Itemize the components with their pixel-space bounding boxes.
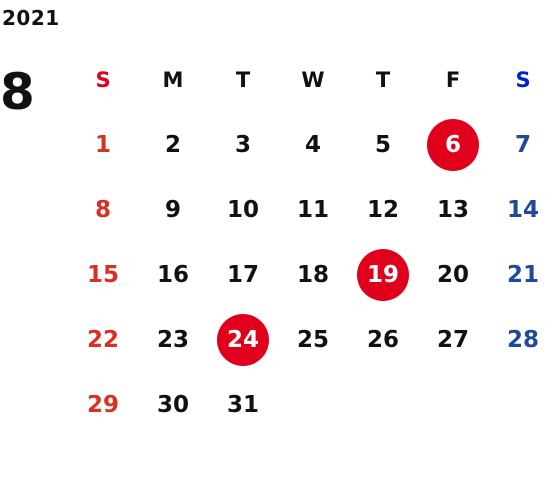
day-number: 21 <box>506 261 539 288</box>
day-number: 22 <box>86 326 119 353</box>
day-number: 17 <box>226 261 259 288</box>
empty-cell <box>348 372 418 437</box>
day-cell[interactable]: 23 <box>138 307 208 372</box>
highlight-circle <box>427 118 479 171</box>
year-label: 2021 <box>2 6 60 30</box>
day-number: 9 <box>164 196 181 223</box>
day-number: 15 <box>86 261 119 288</box>
day-cell[interactable]: 14 <box>488 177 548 242</box>
day-cell[interactable]: 20 <box>418 242 488 307</box>
weekday-header: M <box>162 67 184 92</box>
day-cell[interactable]: 27 <box>418 307 488 372</box>
day-cell[interactable]: 25 <box>278 307 348 372</box>
weekday-header: S <box>515 67 531 92</box>
day-number: 13 <box>436 196 469 223</box>
day-number: 19 <box>366 261 399 288</box>
weekday-header: T <box>235 67 251 92</box>
day-cell[interactable]: 28 <box>488 307 548 372</box>
weekday-header: T <box>375 67 391 92</box>
day-cell[interactable]: 22 <box>68 307 138 372</box>
day-number: 24 <box>226 326 259 353</box>
day-number: 30 <box>156 391 189 418</box>
day-number: 7 <box>514 131 531 158</box>
empty-cell <box>488 372 548 437</box>
day-cell[interactable]: 16 <box>138 242 208 307</box>
day-cell[interactable]: 11 <box>278 177 348 242</box>
day-cell[interactable]: 1 <box>68 112 138 177</box>
weekday-header: S <box>95 67 111 92</box>
day-number: 28 <box>506 326 539 353</box>
empty-cell <box>278 372 348 437</box>
day-cell[interactable]: 29 <box>68 372 138 437</box>
day-cell[interactable]: 21 <box>488 242 548 307</box>
day-cell[interactable]: 31 <box>208 372 278 437</box>
day-number: 16 <box>156 261 189 288</box>
day-number: 5 <box>374 131 391 158</box>
day-cell[interactable]: 30 <box>138 372 208 437</box>
day-cell[interactable]: 10 <box>208 177 278 242</box>
day-cell[interactable]: 17 <box>208 242 278 307</box>
day-cell[interactable]: 8 <box>68 177 138 242</box>
day-cell[interactable]: 19 <box>348 242 418 307</box>
day-cell[interactable]: 5 <box>348 112 418 177</box>
day-number: 31 <box>226 391 259 418</box>
day-number: 11 <box>296 196 329 223</box>
day-number: 12 <box>366 196 399 223</box>
day-cell[interactable]: 7 <box>488 112 548 177</box>
day-cell[interactable]: 12 <box>348 177 418 242</box>
day-number: 1 <box>94 131 111 158</box>
day-number: 23 <box>156 326 189 353</box>
day-cell[interactable]: 9 <box>138 177 208 242</box>
day-number: 8 <box>94 196 111 223</box>
day-number: 18 <box>296 261 329 288</box>
day-cell[interactable]: 2 <box>138 112 208 177</box>
day-number: 4 <box>304 131 321 158</box>
highlight-circle <box>357 248 409 301</box>
day-number: 26 <box>366 326 399 353</box>
month-number: 8 <box>0 63 35 121</box>
day-cell[interactable]: 24 <box>208 307 278 372</box>
day-cell[interactable]: 18 <box>278 242 348 307</box>
empty-cell <box>418 372 488 437</box>
day-number: 10 <box>226 196 259 223</box>
day-number: 27 <box>436 326 469 353</box>
weekday-header: W <box>301 67 325 92</box>
day-cell[interactable]: 26 <box>348 307 418 372</box>
day-number: 29 <box>86 391 119 418</box>
day-number: 14 <box>506 196 539 223</box>
day-cell[interactable]: 4 <box>278 112 348 177</box>
day-number: 3 <box>234 131 251 158</box>
highlight-circle <box>217 313 269 366</box>
day-cell[interactable]: 13 <box>418 177 488 242</box>
day-cell[interactable]: 6 <box>418 112 488 177</box>
day-number: 20 <box>436 261 469 288</box>
weekday-header: F <box>445 67 461 92</box>
day-number: 2 <box>164 131 181 158</box>
day-cell[interactable]: 3 <box>208 112 278 177</box>
day-number: 6 <box>444 131 461 158</box>
day-number: 25 <box>296 326 329 353</box>
day-cell[interactable]: 15 <box>68 242 138 307</box>
